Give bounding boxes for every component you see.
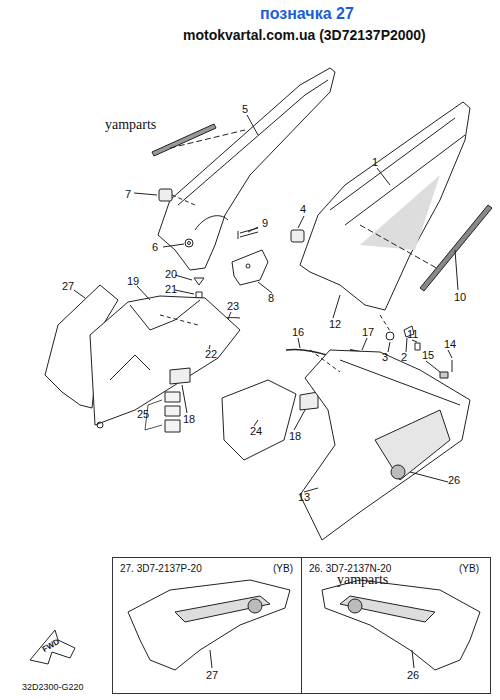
callout-number: 22: [205, 349, 217, 360]
part-number: 27. 3D7-2137P-20: [120, 564, 202, 574]
callout-number: 27: [62, 281, 74, 292]
callout-number: 7: [125, 189, 131, 200]
part-number: (YB): [459, 564, 479, 574]
callout-number: 19: [127, 276, 139, 287]
callout-number: 23: [227, 301, 239, 312]
callout-number: 6: [152, 242, 158, 253]
callout-number: 16: [292, 327, 304, 338]
page-heading: позначка 27: [260, 6, 354, 22]
callout-number: 27: [206, 670, 218, 681]
part-number: (YB): [273, 564, 293, 574]
callout-number: 5: [242, 104, 248, 115]
callout-number: 24: [250, 426, 262, 437]
callout-number: 25: [137, 409, 149, 420]
callout-number: 14: [444, 339, 456, 350]
callout-number: 4: [300, 204, 306, 215]
callout-number: 13: [298, 492, 310, 503]
callout-number: 3: [382, 352, 388, 363]
callout-number: 1: [372, 157, 378, 168]
callout-number: 26: [448, 475, 460, 486]
callout-number: 10: [454, 292, 466, 303]
callout-number: 18: [183, 414, 195, 425]
callout-number: 9: [262, 218, 268, 229]
diagram-code: 32D2300-G220: [22, 683, 84, 692]
callout-number: 20: [165, 269, 177, 280]
watermark: yamparts: [337, 573, 388, 587]
callout-number: 15: [422, 350, 434, 361]
source-reference: motokvartal.com.ua (3D72137P2000): [183, 28, 426, 42]
watermark: yamparts: [105, 118, 156, 132]
callout-number: 8: [268, 293, 274, 304]
callout-number: 12: [329, 319, 341, 330]
inset-panel: 26. 3D7-2137N-20 (YB) 26: [301, 557, 491, 694]
callout-number: 2: [401, 352, 407, 363]
callout-number: 17: [362, 327, 374, 338]
callout-number: 18: [289, 431, 301, 442]
callout-number: 26: [407, 670, 419, 681]
callout-number: 11: [407, 329, 418, 340]
inset-panel: 27. 3D7-2137P-20 (YB) 27: [112, 557, 302, 694]
callout-number: 21: [165, 284, 177, 295]
part-number: 26. 3D7-2137N-20: [309, 564, 391, 574]
